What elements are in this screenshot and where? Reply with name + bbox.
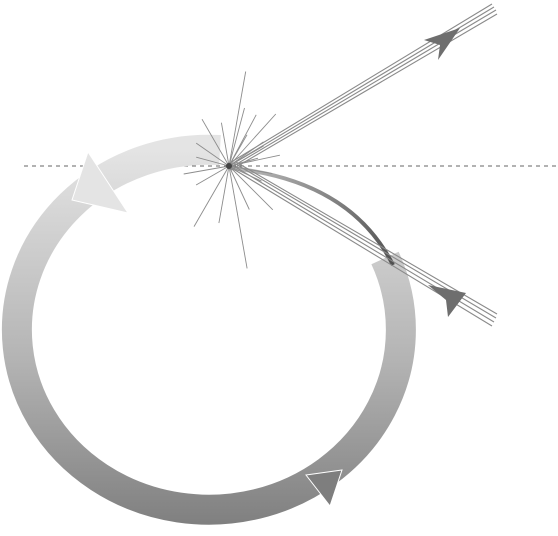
incoming-ray-arrowhead-icon	[428, 285, 466, 317]
collision-point	[226, 163, 232, 169]
outgoing-ray	[228, 4, 497, 170]
outgoing-ray-arrowhead-icon	[424, 28, 460, 60]
incoming-ray	[230, 162, 497, 326]
orbit-ring	[17, 150, 401, 510]
